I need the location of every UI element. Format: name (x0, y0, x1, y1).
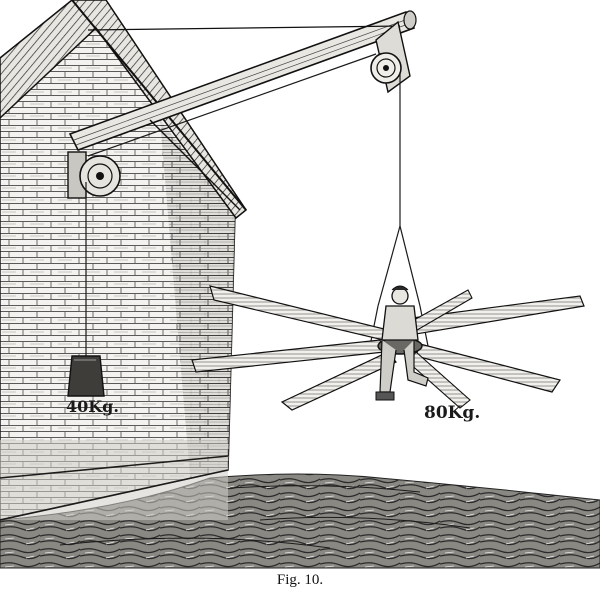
counterweight (67, 355, 105, 397)
counterweight-label: 40Kg. (66, 397, 119, 416)
apparatus-label: 80Kg. (424, 403, 480, 423)
blade-back-left (209, 285, 393, 343)
crane-beam (68, 10, 417, 211)
blade-front-right (415, 343, 561, 393)
flying-apparatus (191, 285, 585, 411)
figure-caption: Fig. 10. (277, 572, 323, 588)
ropes (85, 53, 429, 356)
wall-pulley (67, 151, 121, 199)
person (375, 285, 429, 401)
top-pulley (370, 20, 411, 94)
